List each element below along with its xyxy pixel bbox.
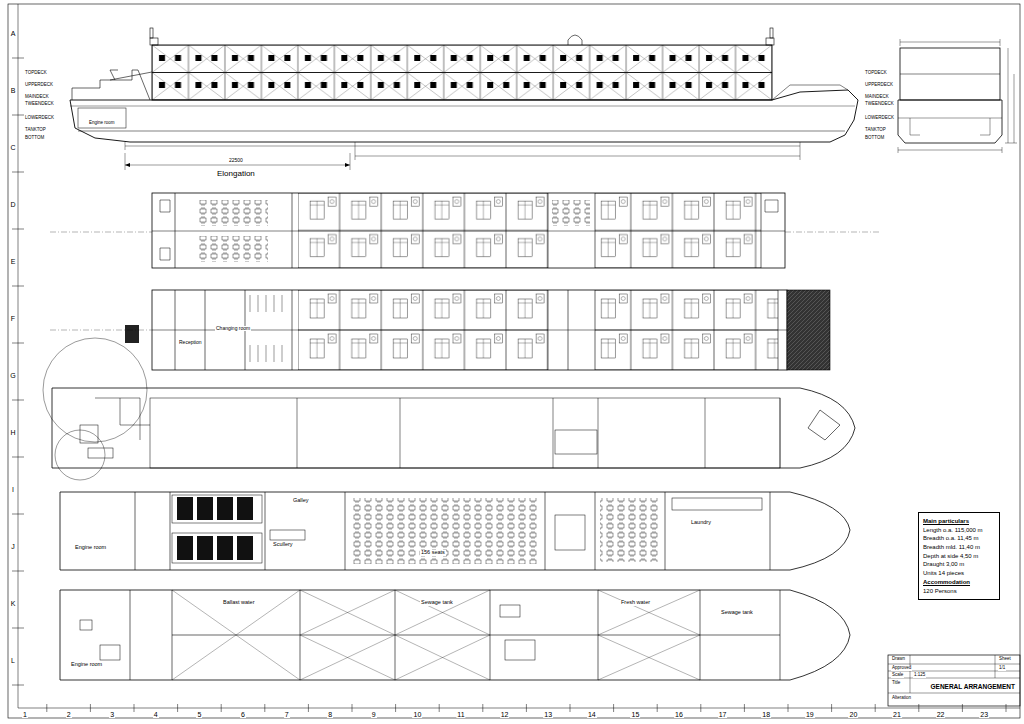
- deck-name: UPPERDECK: [864, 83, 894, 88]
- title-block: [888, 655, 1020, 706]
- deck-name: LOWERDECK: [864, 116, 895, 121]
- node-text: 120 Persons: [923, 587, 995, 596]
- grid-number: 18: [761, 711, 771, 718]
- room-label: Galley: [292, 498, 310, 504]
- grid-number: 5: [196, 711, 202, 718]
- section-view: [898, 39, 1017, 153]
- title-field: Alteration: [891, 696, 912, 701]
- room-label: Scullery: [272, 542, 294, 548]
- node-text: Main particulars: [923, 517, 995, 526]
- grid-letter: A: [10, 30, 17, 37]
- deck-name: LOWERDECK: [24, 116, 55, 121]
- deck-name: TANKTOP: [864, 128, 887, 133]
- title-field: 1/1: [998, 666, 1006, 671]
- room-label: Sewage tank: [720, 610, 754, 616]
- grid-number: 23: [979, 711, 989, 718]
- grid-number: 12: [500, 711, 510, 718]
- grid-letter: K: [10, 600, 17, 607]
- deck-name: BOTTOM: [864, 136, 885, 141]
- room-label: Changing room: [215, 326, 251, 331]
- grid-letter: D: [9, 201, 16, 208]
- room-label: Fresh water: [620, 600, 651, 606]
- deck-name: UPPERDECK: [24, 83, 54, 88]
- title-field: Sheet: [998, 657, 1012, 662]
- room-label: Reception: [178, 340, 203, 345]
- deck-name: TWEENDECK: [24, 102, 55, 107]
- grid-letter: C: [9, 144, 16, 151]
- grid-number: 3: [109, 711, 115, 718]
- deck-name: TOPDECK: [24, 71, 48, 76]
- grid-number: 17: [718, 711, 728, 718]
- title-field: Scale: [891, 673, 904, 678]
- grid-number: 13: [543, 711, 553, 718]
- deck-name: MAINDECK: [864, 95, 890, 100]
- grid-number: 22: [936, 711, 946, 718]
- grid-number: 10: [412, 711, 422, 718]
- grid-number: 19: [805, 711, 815, 718]
- grid-number: 9: [371, 711, 377, 718]
- node-text: GENERAL ARRANGEMENT: [930, 682, 1015, 691]
- deck-name: BOTTOM: [24, 136, 45, 141]
- plan-accommodation: [50, 290, 830, 370]
- title-field: Title: [891, 681, 901, 686]
- node-text: Depth at side 4,50 m: [923, 552, 995, 561]
- room-label: Engine room: [88, 121, 116, 126]
- room-label: Ballast water: [222, 600, 256, 606]
- grid-number: 8: [327, 711, 333, 718]
- grid-letter: I: [11, 486, 15, 493]
- title-field: Drawn: [891, 657, 906, 662]
- room-label: Engine room: [70, 662, 103, 668]
- grid-letter: H: [9, 429, 16, 436]
- room-label: Laundry: [690, 520, 712, 526]
- room-label: Sewage tank: [420, 600, 454, 606]
- deck-name: TANKTOP: [24, 128, 47, 133]
- title-field: 1:125: [913, 673, 926, 678]
- plan-main-deck: [43, 338, 855, 480]
- deck-name: TWEENDECK: [864, 102, 895, 107]
- grid-number: 11: [456, 711, 465, 718]
- grid-number: 15: [630, 711, 640, 718]
- grid-letter: J: [10, 543, 16, 550]
- deck-name: MAINDECK: [24, 95, 50, 100]
- node-text: Units 14 pieces: [923, 569, 995, 578]
- deck-name: TOPDECK: [864, 71, 888, 76]
- room-label: Elongation: [216, 170, 256, 178]
- node-text: Draught 3,00 m: [923, 560, 995, 569]
- grid-number: 1: [22, 711, 28, 718]
- plan-upper: [50, 193, 880, 268]
- grid-letter: F: [10, 315, 16, 322]
- grid-number: 4: [153, 711, 159, 718]
- grid-number: 16: [674, 711, 684, 718]
- grid-number: 2: [66, 711, 72, 718]
- plan-tank-deck: [60, 590, 850, 680]
- particulars-box: Main particularsLength o.a. 115,000 mBre…: [918, 512, 1000, 600]
- room-label: Engine room: [74, 545, 107, 551]
- grid-number: 20: [848, 711, 858, 718]
- grid-number: 21: [892, 711, 902, 718]
- grid-letter: B: [10, 87, 17, 94]
- title-field: Approved: [891, 666, 912, 671]
- grid-number: 7: [284, 711, 290, 718]
- grid-letter: G: [9, 372, 16, 379]
- node-text: Accommodation: [923, 578, 995, 587]
- grid-letter: L: [10, 657, 16, 664]
- plan-lower-deck: [60, 492, 850, 570]
- node-text: Breadth o.a. 11,45 m: [923, 534, 995, 543]
- grid-number: 14: [587, 711, 597, 718]
- node-text: Breadth mld. 11,40 m: [923, 543, 995, 552]
- title-cell: GENERAL ARRANGEMENT: [929, 681, 1016, 692]
- side-view: [70, 28, 858, 170]
- grid-number: 6: [240, 711, 246, 718]
- room-label: 22500: [228, 158, 244, 163]
- grid-letter: E: [10, 258, 17, 265]
- node-text: Length o.a. 115,000 m: [923, 526, 995, 535]
- room-label: 156 seats: [420, 550, 446, 556]
